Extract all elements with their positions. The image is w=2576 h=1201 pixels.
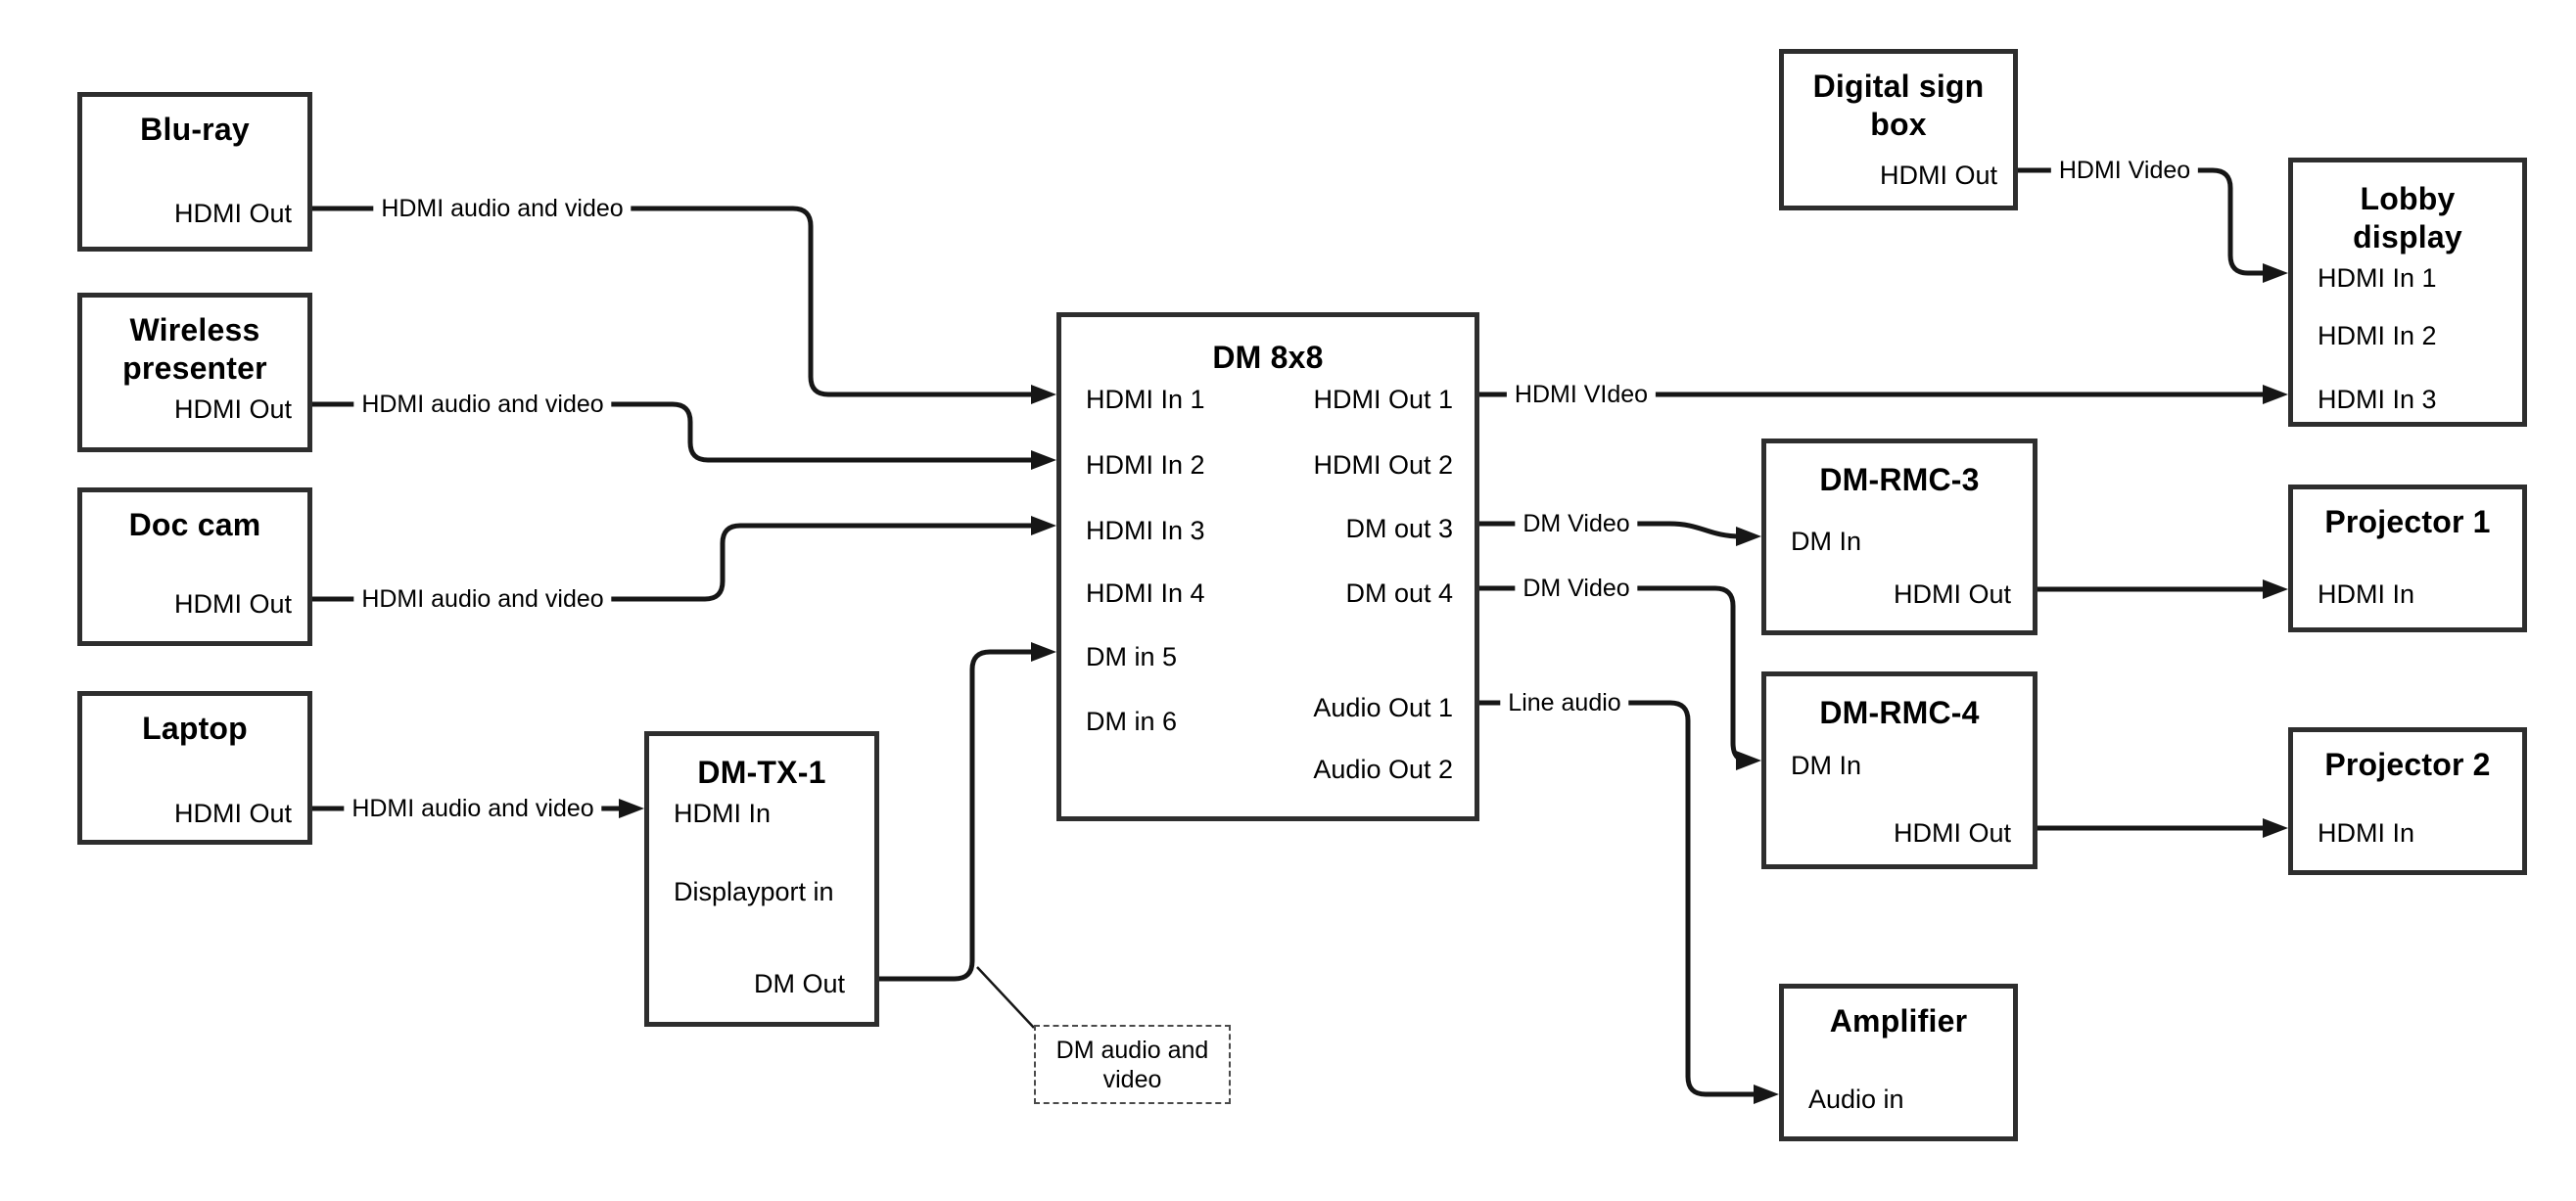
wire-dm8x8-out3-to-rmc3: [1479, 521, 1742, 539]
port-audio-in: Audio in: [1808, 1085, 1904, 1114]
node-dm-8x8: DM 8x8 HDMI In 1 HDMI In 2 HDMI In 3 HDM…: [1056, 312, 1479, 821]
wire-bluray-to-dm8x8-in1: [312, 206, 1040, 397]
port-dm-out-4: DM out 4: [1345, 578, 1453, 608]
wire-dm8x8-out4-to-rmc4: [1479, 585, 1748, 763]
port-hdmi-out: HDMI Out: [1879, 161, 1997, 190]
arrowhead-proj1-hdmi-in: [2263, 579, 2288, 599]
node-digital-sign-box: Digital sign box HDMI Out: [1779, 49, 2018, 210]
node-title: DM-RMC-4: [1819, 695, 1980, 730]
node-dm-rmc-4: DM-RMC-4 DM In HDMI Out: [1761, 671, 2037, 869]
port-dm-in: DM In: [1791, 751, 1862, 780]
arrowhead-dm8x8-in2: [1031, 450, 1056, 470]
arrowhead-proj2-hdmi-in: [2263, 818, 2288, 838]
node-laptop: Laptop HDMI Out: [77, 691, 312, 845]
port-hdmi-in: HDMI In: [2318, 818, 2415, 848]
node-title: DM-RMC-3: [1819, 462, 1980, 497]
node-amplifier: Amplifier Audio in: [1779, 984, 2018, 1141]
port-hdmi-out: HDMI Out: [1893, 818, 2011, 848]
port-hdmi-out: HDMI Out: [173, 799, 292, 828]
wire-label-doccam-hdmi: HDMI audio and video: [353, 583, 612, 615]
wire-digsign-to-lobby-in1: [2018, 167, 2272, 276]
node-wireless-presenter: Wireless presenter HDMI Out: [77, 293, 312, 452]
wire-label-bluray-hdmi: HDMI audio and video: [373, 193, 632, 224]
node-lobby-display: Lobby display HDMI In 1 HDMI In 2 HDMI I…: [2288, 158, 2527, 427]
port-displayport-in: Displayport in: [674, 877, 834, 906]
wire-label-digsign-hdmi-video: HDMI Video: [2050, 155, 2199, 186]
node-doc-cam: Doc cam HDMI Out: [77, 487, 312, 646]
arrowhead-lobby-in1: [2263, 263, 2288, 283]
port-hdmi-out-1: HDMI Out 1: [1313, 385, 1453, 414]
node-title: Amplifier: [1829, 1003, 1968, 1039]
arrowhead-rmc3-dm-in: [1736, 527, 1761, 546]
arrowhead-dmtx1-hdmi-in: [619, 799, 644, 818]
node-title: Blu-ray: [140, 112, 250, 147]
node-title: Digital sign box: [1812, 69, 1985, 142]
port-hdmi-out: HDMI Out: [173, 589, 292, 619]
port-dm-in: DM In: [1791, 527, 1862, 556]
node-title: Doc cam: [128, 507, 261, 542]
port-hdmi-in-2: HDMI In 2: [1086, 450, 1205, 480]
port-hdmi-in-3: HDMI In 3: [1086, 516, 1205, 545]
port-hdmi-in-2: HDMI In 2: [2318, 321, 2437, 350]
node-title: Projector 2: [2324, 747, 2491, 782]
wire-label-wireless-hdmi: HDMI audio and video: [353, 389, 612, 420]
node-title: Wireless presenter: [122, 312, 267, 386]
arrowhead-dm8x8-in3: [1031, 516, 1056, 535]
wire-doccam-to-dm8x8-in3: [312, 523, 1040, 602]
port-dm-out: DM Out: [753, 969, 845, 998]
arrowhead-dm8x8-in5: [1031, 642, 1056, 662]
arrowhead-dm8x8-in1: [1031, 385, 1056, 404]
port-dm-in-5: DM in 5: [1086, 642, 1178, 671]
port-hdmi-in: HDMI In: [2318, 579, 2415, 609]
arrowhead-rmc4-dm-in: [1736, 751, 1761, 770]
port-hdmi-in: HDMI In: [674, 799, 772, 828]
node-title: DM 8x8: [1212, 340, 1324, 375]
wire-label-laptop-hdmi: HDMI audio and video: [344, 793, 602, 824]
port-hdmi-in-3: HDMI In 3: [2318, 385, 2437, 414]
wire-wireless-to-dm8x8-in2: [312, 401, 1040, 463]
node-dm-tx-1: DM-TX-1 HDMI In Displayport in DM Out: [644, 731, 879, 1027]
port-audio-out-1: Audio Out 1: [1313, 693, 1453, 722]
node-title: Projector 1: [2324, 504, 2491, 539]
node-projector-2: Projector 2 HDMI In: [2288, 727, 2527, 875]
wire-label-dm-video-out4: DM Video: [1515, 573, 1638, 604]
node-dm-rmc-3: DM-RMC-3 DM In HDMI Out: [1761, 439, 2037, 635]
wire-dmtx1-to-dm8x8-in5: [879, 649, 1040, 982]
arrowhead-lobby-in3: [2263, 385, 2288, 404]
callout-dm-audio-and-video: DM audio and video: [1034, 1025, 1231, 1104]
port-dm-in-6: DM in 6: [1086, 707, 1178, 736]
node-title: DM-TX-1: [697, 755, 826, 790]
node-projector-1: Projector 1 HDMI In: [2288, 485, 2527, 632]
port-dm-out-3: DM out 3: [1345, 514, 1453, 543]
callout-leader-line: [976, 966, 1035, 1029]
wire-label-dm-video-out3: DM Video: [1515, 508, 1638, 539]
port-audio-out-2: Audio Out 2: [1313, 755, 1453, 784]
port-hdmi-out-2: HDMI Out 2: [1313, 450, 1453, 480]
arrowhead-amp-audio-in: [1754, 1085, 1779, 1104]
wire-label-hdmi-video-out1: HDMI VIdeo: [1506, 379, 1657, 410]
port-hdmi-out: HDMI Out: [1893, 579, 2011, 609]
node-title: Laptop: [142, 711, 248, 746]
wire-dm8x8-aout1-to-amp: [1479, 700, 1758, 1097]
wire-label-line-audio: Line audio: [1500, 687, 1629, 718]
port-hdmi-in-1: HDMI In 1: [2318, 263, 2437, 293]
port-hdmi-in-1: HDMI In 1: [1086, 385, 1205, 414]
port-hdmi-out: HDMI Out: [173, 394, 292, 424]
port-hdmi-out: HDMI Out: [173, 199, 292, 228]
port-hdmi-in-4: HDMI In 4: [1086, 578, 1205, 608]
node-title: Lobby display: [2353, 181, 2462, 254]
node-bluray: Blu-ray HDMI Out: [77, 92, 312, 252]
